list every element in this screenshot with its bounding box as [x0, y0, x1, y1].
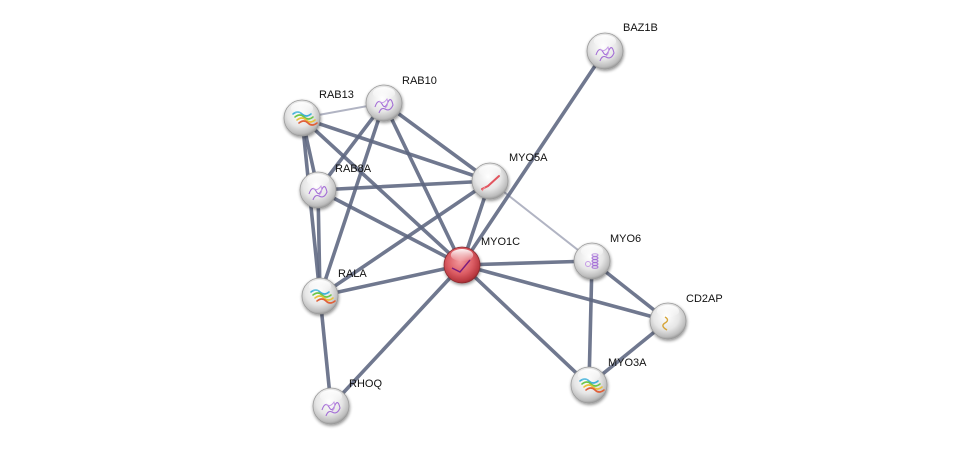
node-label: RAB13: [319, 89, 354, 101]
node-label: RALA: [338, 268, 367, 280]
bubble-highlight: [372, 86, 396, 100]
edge-baz1b-myo1c[interactable]: [460, 49, 607, 267]
bubble-highlight: [656, 304, 680, 318]
node-myo1c[interactable]: MYO1C: [443, 236, 520, 284]
edge-myo1c-myo6[interactable]: [460, 259, 594, 267]
protein-structure-icon: [662, 316, 669, 331]
node-label: RAB10: [402, 75, 437, 87]
bubble-highlight: [580, 244, 604, 258]
node-rala[interactable]: RALA: [301, 268, 367, 315]
protein-structure-icon: [374, 97, 394, 114]
node-myo6[interactable]: MYO6: [573, 233, 641, 280]
bubble-highlight: [319, 389, 343, 403]
edge-rala-myo1c[interactable]: [318, 263, 464, 298]
node-myo3a[interactable]: MYO3A: [570, 357, 647, 404]
edge-myo6-myo3a[interactable]: [587, 259, 594, 387]
bubble-highlight: [577, 368, 601, 382]
protein-structure-icon: [321, 400, 341, 417]
edge-rala-rhoq[interactable]: [318, 294, 333, 408]
edge-rab8a-myo1c[interactable]: [316, 188, 464, 267]
node-myo5a[interactable]: MYO5A: [471, 152, 548, 200]
node-label: CD2AP: [686, 293, 723, 305]
bubble-highlight: [306, 173, 330, 187]
node-label: MYO6: [610, 233, 641, 245]
edge-rab8a-myo5a[interactable]: [316, 179, 492, 192]
edge-rab13-myo1c[interactable]: [300, 116, 464, 267]
edge-rhoq-myo1c[interactable]: [329, 263, 464, 408]
protein-structure-icon: [481, 175, 500, 192]
edge-layer: [300, 49, 670, 408]
bubble-highlight: [478, 164, 502, 178]
protein-structure-icon: [308, 184, 328, 201]
node-rab8a[interactable]: RAB8A: [299, 163, 372, 209]
bubble-highlight: [308, 279, 332, 293]
node-label: RAB8A: [335, 163, 372, 175]
edge-rab10-rala[interactable]: [318, 101, 386, 298]
bubble-highlight: [450, 248, 474, 262]
node-rab10[interactable]: RAB10: [365, 75, 437, 122]
node-baz1b[interactable]: BAZ1B: [586, 22, 658, 70]
edge-rab10-myo5a[interactable]: [382, 101, 492, 183]
node-cd2ap[interactable]: CD2AP: [649, 293, 723, 340]
node-label: MYO5A: [509, 152, 548, 164]
edge-myo1c-cd2ap[interactable]: [460, 263, 670, 323]
node-rab13[interactable]: RAB13: [283, 89, 354, 137]
node-label: BAZ1B: [623, 22, 658, 34]
node-label: RHOQ: [349, 378, 382, 390]
node-label: MYO3A: [608, 357, 647, 369]
node-label: MYO1C: [481, 236, 520, 248]
edge-rab13-myo5a[interactable]: [300, 116, 492, 183]
node-rhoq[interactable]: RHOQ: [312, 378, 382, 425]
edge-rala-myo5a[interactable]: [318, 179, 492, 298]
edge-myo1c-myo3a[interactable]: [460, 263, 591, 387]
protein-structure-icon: [451, 259, 471, 273]
protein-structure-icon: [595, 45, 615, 62]
bubble-highlight: [290, 101, 314, 115]
bubble-highlight: [593, 34, 617, 48]
edge-myo5a-myo6[interactable]: [489, 180, 593, 262]
